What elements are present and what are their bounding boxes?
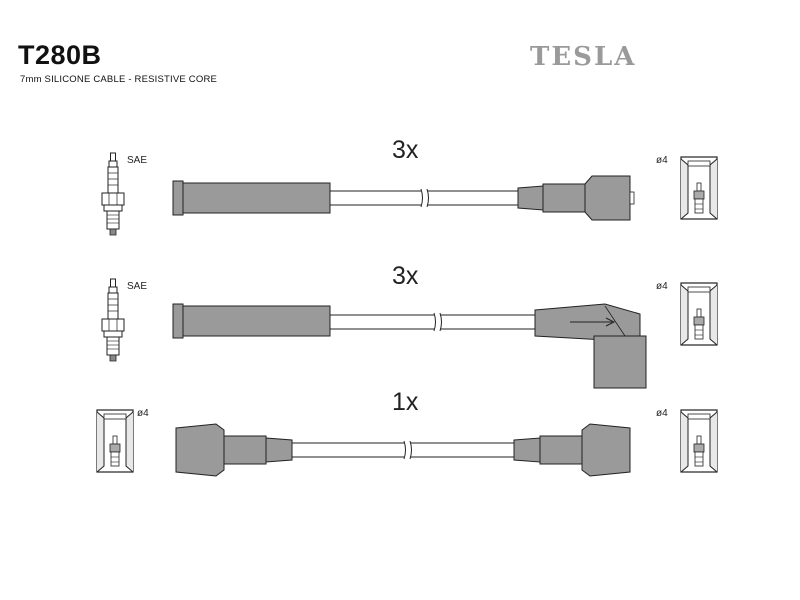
row1-cable [330,188,518,208]
row2-coil-socket-icon [680,282,718,346]
row3-right-label: ø4 [656,408,668,419]
row3-left-label: ø4 [137,408,149,419]
row2-right-label: ø4 [656,281,668,292]
row2-spark-plug-icon [101,278,125,362]
row2-left-boot [182,305,331,337]
brand-logo: TESLA [530,42,637,72]
row3-left-boot [175,423,293,477]
row1-left-boot [182,182,331,214]
row1-spark-plug-icon [101,152,125,236]
row1-right-boot-end [584,175,631,221]
row1-coil-socket-icon [680,156,718,220]
row2-left-boot-cap [172,303,184,339]
row2-angled-boot [534,303,647,389]
row1-left-boot-cap [172,180,184,216]
row3-right-coil-socket-icon [680,409,718,473]
row2-quantity: 3x [392,262,419,290]
cable-description: 7mm SILICONE CABLE - RESISTIVE CORE [20,74,218,85]
row1-right-boot [542,183,586,213]
row1-right-label: ø4 [656,155,668,166]
row2-left-label: SAE [127,281,148,292]
row3-quantity: 1x [392,388,419,416]
row1-left-label: SAE [127,155,148,166]
row3-cable [292,440,514,460]
row1-right-boot-neck [517,185,544,211]
row3-left-coil-socket-icon [96,409,134,473]
part-number-title: T280B [18,40,102,70]
row1-quantity: 3x [392,136,419,164]
row3-right-boot [513,423,631,477]
row2-cable [330,312,535,332]
